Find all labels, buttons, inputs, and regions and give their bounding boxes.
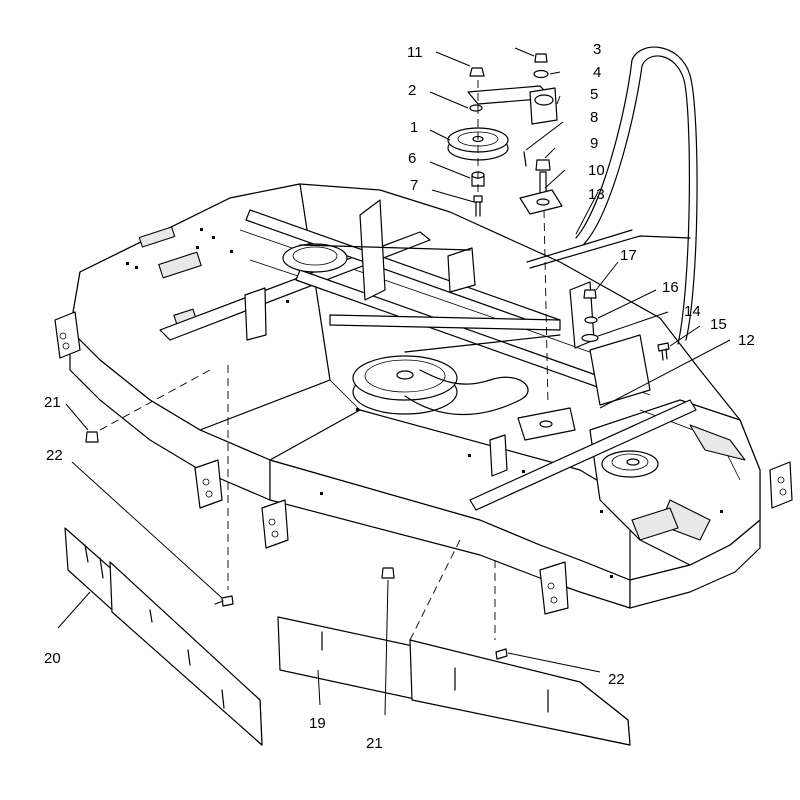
callout-21-bottom: 21 (366, 735, 383, 752)
callout-9: 9 (590, 135, 598, 152)
callout-13: 13 (588, 186, 605, 203)
baffle-19 (277, 616, 631, 746)
callout-1: 1 (410, 119, 418, 136)
exploded-parts (447, 46, 698, 361)
callout-3: 3 (593, 41, 601, 58)
callout-8: 8 (590, 109, 598, 126)
callout-2: 2 (408, 82, 416, 99)
drive-belt (526, 46, 698, 345)
callout-7: 7 (410, 177, 418, 194)
baffle-20 (64, 527, 263, 746)
nut-21-left (85, 431, 99, 443)
callout-12: 12 (738, 332, 755, 349)
callout-17: 17 (620, 247, 637, 264)
mower-deck (54, 183, 793, 615)
callout-labels: 11 3 4 2 5 8 1 9 6 10 7 13 17 16 14 15 1… (44, 41, 755, 752)
callout-14: 14 (684, 303, 701, 320)
callout-6: 6 (408, 150, 416, 167)
leader-lines (57, 47, 731, 716)
assembly-centerlines (99, 80, 549, 641)
callout-21-left: 21 (44, 394, 61, 411)
callout-4: 4 (593, 64, 601, 81)
callout-16: 16 (662, 279, 679, 296)
callout-5: 5 (590, 86, 598, 103)
callout-20: 20 (44, 650, 61, 667)
callout-19: 19 (309, 715, 326, 732)
callout-11: 11 (407, 44, 423, 61)
callout-15: 15 (710, 316, 727, 333)
callout-22-left: 22 (46, 447, 63, 464)
callout-22-right: 22 (608, 671, 625, 688)
center-spindle-pulley (352, 355, 458, 415)
right-spindle-pulley (601, 450, 659, 478)
nut-21-center (381, 567, 395, 579)
callout-10: 10 (588, 162, 605, 179)
